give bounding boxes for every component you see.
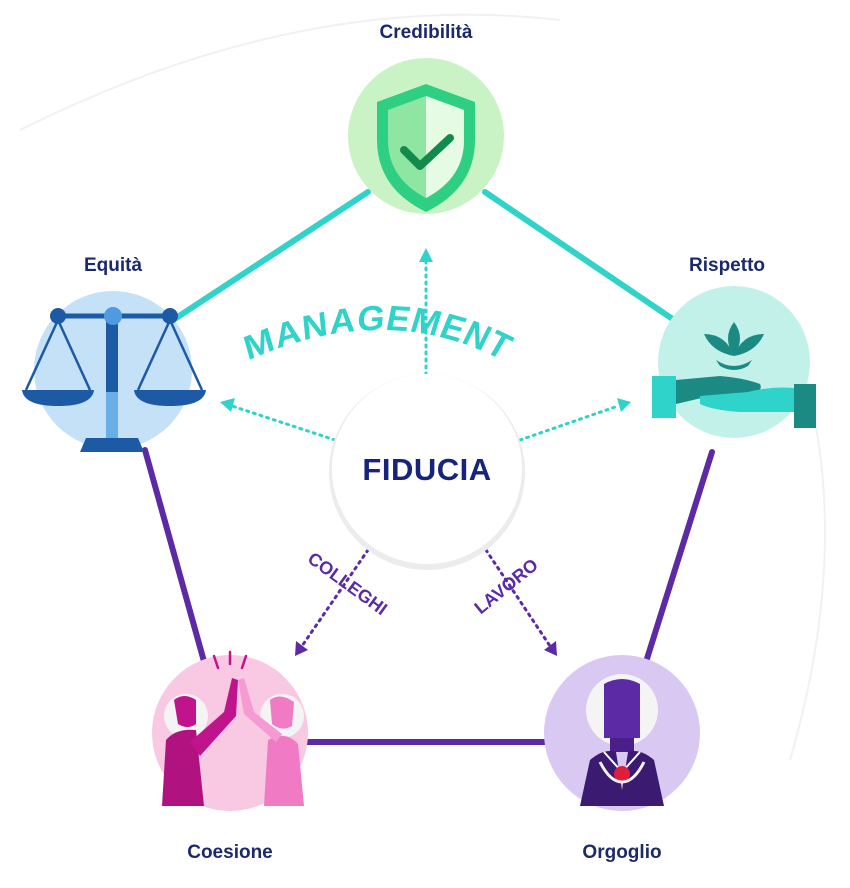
center-circle [332,374,522,564]
arrowhead-coesione [295,641,308,656]
arrow-to-coesione [300,548,370,648]
coesione-label: Coesione [187,842,273,863]
medal-person-icon [580,674,664,806]
arrowhead-credibilita [419,248,433,262]
arrow-to-equita [230,404,337,442]
center-label-fiducia: FIDUCIA [362,452,492,487]
arrow-to-rispetto [518,404,620,442]
edge-credibilita-rispetto [482,189,680,325]
node-orgoglio [544,655,700,811]
edge-rispetto-orgoglio [642,449,715,668]
arrowhead-orgoglio [544,641,557,656]
arrowhead-equita [220,398,235,412]
node-coesione [152,650,308,811]
arrowhead-rispetto [617,398,631,412]
credibilita-label: Credibilità [379,22,473,43]
management-label: MANAGEMENT [235,299,525,368]
high-five-icon [162,650,304,806]
hands-lotus-icon [652,322,816,428]
node-equita [22,291,206,452]
pentagon-edges [142,189,715,745]
equita-label: Equità [83,255,143,276]
dotted-arrows [230,260,620,648]
colleghi-label: COLLEGHI [304,548,391,619]
lavoro-label: LAVORO [471,555,542,618]
shield-check-icon [377,84,475,212]
rispetto-label: Rispetto [689,255,765,276]
node-credibilita [348,58,504,214]
rispetto-circle [658,286,810,438]
arrow-heads [220,248,631,656]
scales-icon [22,307,206,452]
node-rispetto [652,286,816,438]
edge-equita-coesione [142,447,208,668]
edge-equita-credibilita [167,189,371,325]
arrow-to-orgoglio [484,548,552,648]
orgoglio-label: Orgoglio [582,842,662,863]
